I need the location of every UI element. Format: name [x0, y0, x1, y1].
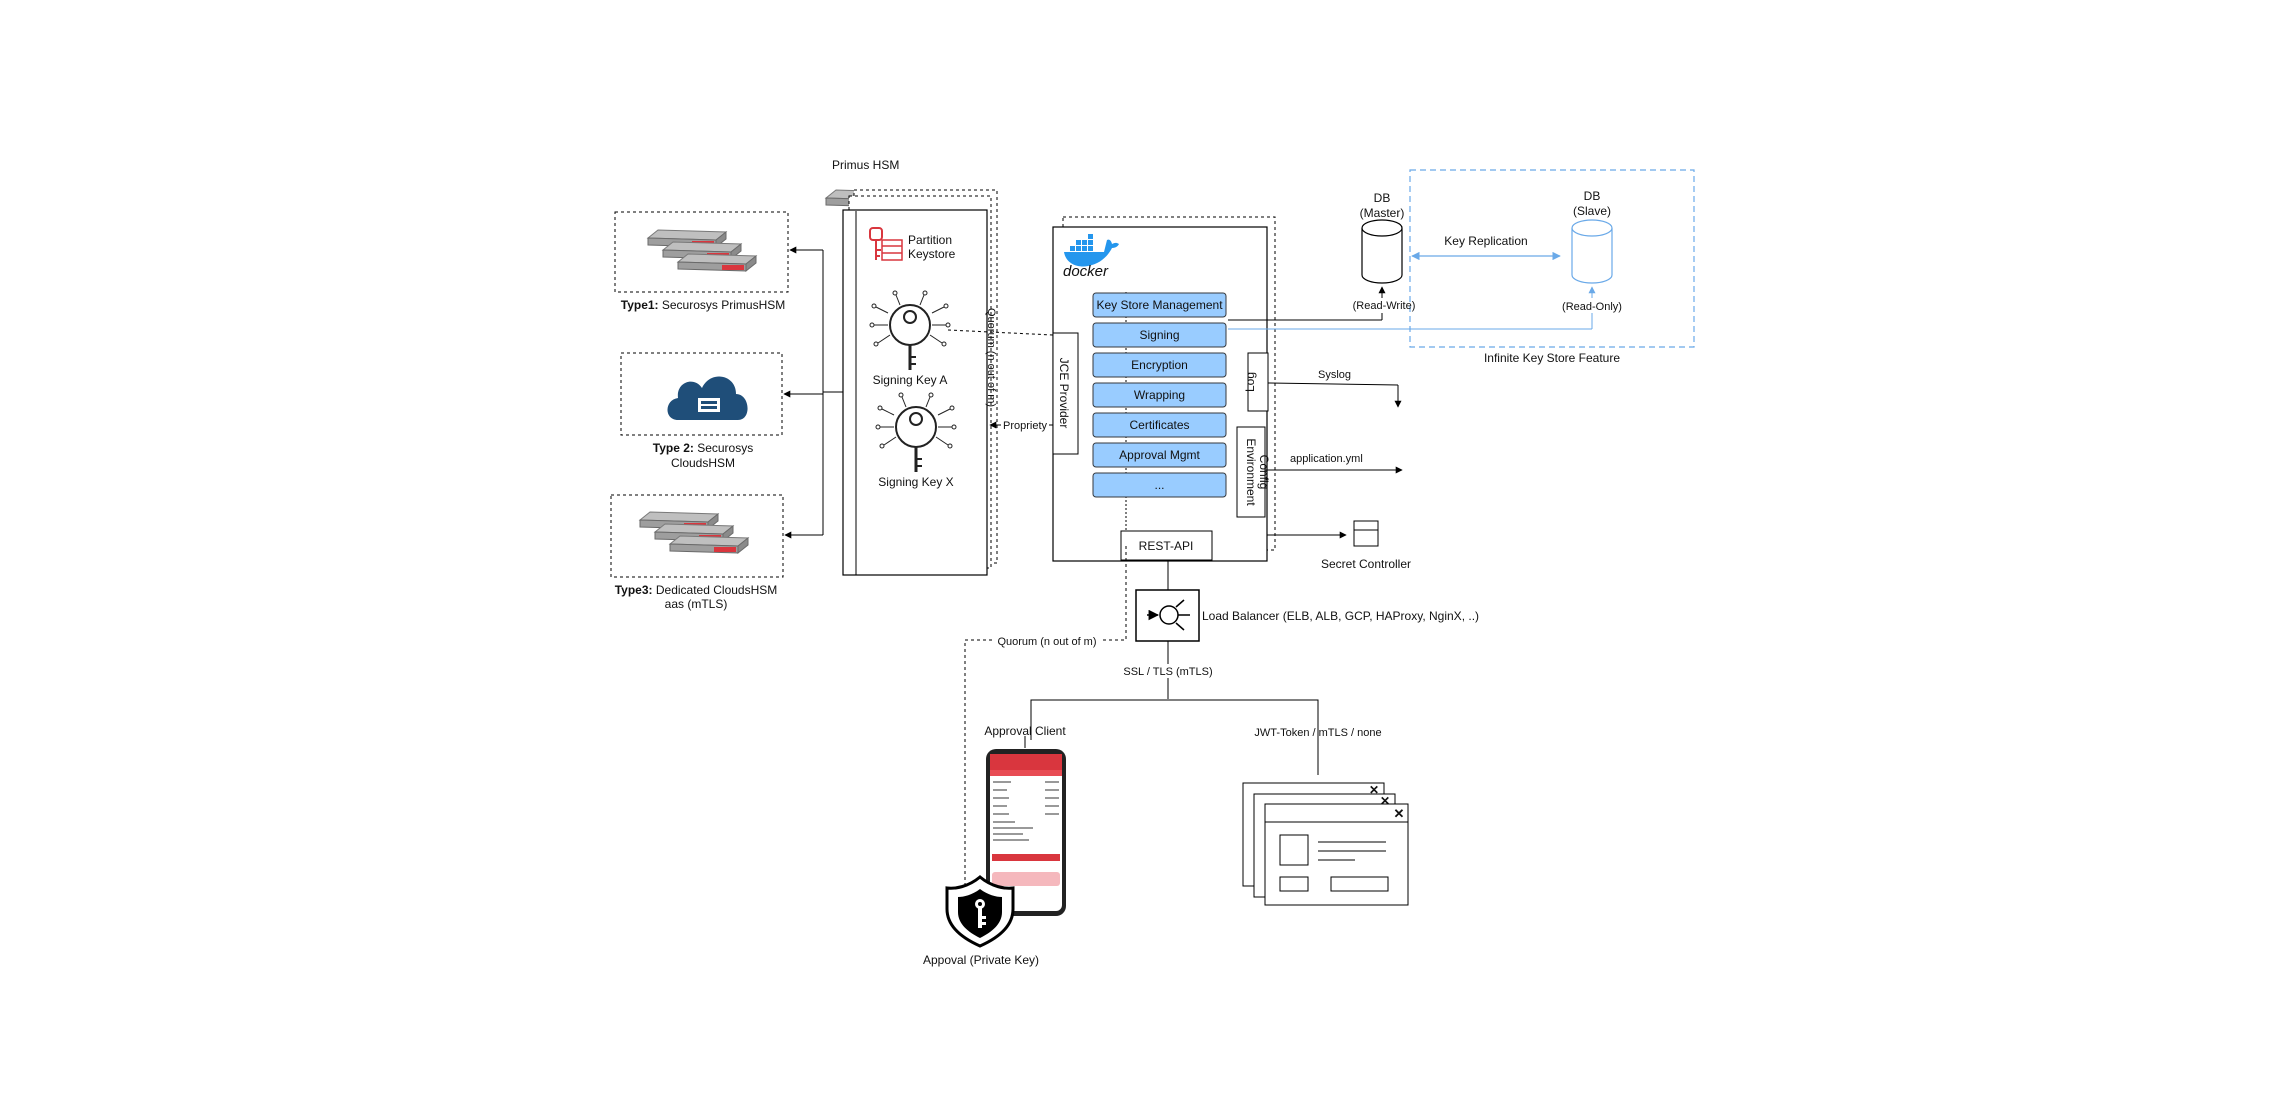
load-balancer-icon[interactable] — [1135, 589, 1200, 642]
signing-key-x-icon — [875, 392, 957, 472]
keystore-label: Keystore — [908, 247, 956, 261]
client-windows-icon: ✕ ✕ ✕ — [1242, 782, 1409, 906]
module-approval-mgmt-label: Approval Mgmt — [1119, 448, 1200, 462]
module-more-label: ... — [1154, 478, 1164, 492]
type2-label-line1: Type 2: Securosys — [653, 441, 753, 455]
db-slave-icon — [1571, 219, 1613, 284]
window-close-icon: ✕ — [1394, 806, 1405, 821]
module-approval-mgmt-box[interactable] — [1092, 442, 1227, 468]
jwt-label: JWT-Token / mTLS / none — [1254, 727, 1381, 739]
module-wrapping-label: Wrapping — [1134, 388, 1185, 402]
network-group: Load Balancer (ELB, ALB, GCP, HAProxy, N… — [964, 546, 1479, 890]
partition-label: Partition — [908, 233, 952, 247]
approval-client-label: Approval Client — [984, 724, 1066, 738]
log-label: Log — [1243, 372, 1257, 392]
syslog-label: Syslog — [1318, 369, 1351, 381]
hsm-type-connectors — [783, 246, 843, 539]
db-master-label-2: (Master) — [1360, 206, 1405, 220]
db-slave-mode: (Read-Only) — [1562, 301, 1622, 313]
module-list: Key Store ManagementSigningEncryptionWra… — [1092, 292, 1227, 498]
module-wrapping-box[interactable] — [1092, 382, 1227, 408]
rest-api-label: REST-API — [1139, 539, 1194, 553]
approval-key-label: Appoval (Private Key) — [923, 953, 1039, 967]
cloud-hsm-icon — [667, 376, 748, 420]
module-certificates-label: Certificates — [1129, 418, 1189, 432]
approval-key-shield-icon — [945, 875, 1015, 948]
db-master-mode: (Read-Write) — [1353, 300, 1416, 312]
module-key-store-management-label: Key Store Management — [1096, 298, 1223, 312]
approval-client-phone[interactable] — [986, 749, 1066, 916]
signing-key-a-icon — [869, 290, 951, 370]
hsm-types-group: Type1: Securosys PrimusHSM Type 2: Secur… — [610, 211, 843, 611]
svg-text:✕: ✕ — [1380, 794, 1390, 808]
db-slave-label-1: DB — [1584, 189, 1601, 203]
outputs-group: Syslog application.yml Secret Controller — [1265, 369, 1411, 571]
quorum-label: Quorum (n out of m) — [997, 636, 1096, 648]
propriety-label: Propriety — [1003, 420, 1048, 432]
key-replication-label: Key Replication — [1444, 234, 1527, 248]
type3-label-line1: Type3: Dedicated CloudsHSM — [615, 583, 778, 597]
db-master-label-1: DB — [1374, 191, 1391, 205]
docker-label: docker — [1063, 263, 1109, 280]
type3-label-line2: aas (mTLS) — [665, 597, 728, 611]
module-encryption-box[interactable] — [1092, 352, 1227, 378]
env-config-label-1: Environment — [1244, 438, 1258, 506]
partition-keystore-icon — [869, 227, 903, 261]
env-config-box — [1236, 426, 1266, 518]
infinite-key-store-box — [1409, 169, 1695, 348]
module-signing-box[interactable] — [1092, 322, 1227, 348]
jce-provider-label: JCE Provider — [1057, 358, 1071, 429]
secret-controller-icon — [1353, 520, 1379, 547]
signing-key-a-label: Signing Key A — [873, 373, 948, 387]
env-config-label-2: Config — [1257, 455, 1271, 490]
load-balancer-label: Load Balancer (ELB, ALB, GCP, HAProxy, N… — [1202, 609, 1479, 623]
database-group: Infinite Key Store Feature DB (Master) (… — [1228, 169, 1695, 365]
type2-label-line2: CloudsHSM — [671, 456, 735, 470]
secret-controller-label: Secret Controller — [1321, 557, 1411, 571]
hsm-main-box — [842, 209, 988, 576]
module-encryption-label: Encryption — [1131, 358, 1188, 372]
log-box — [1247, 352, 1269, 412]
rest-api-box[interactable] — [1120, 530, 1213, 561]
docker-container-group: docker JCE Provider Key Store Management… — [1052, 216, 1276, 562]
quorum-vertical-label: Quorum (n out of m) — [985, 308, 997, 407]
primus-hsm-title: Primus HSM — [832, 158, 899, 172]
module-key-store-management-box[interactable] — [1092, 292, 1227, 318]
db-slave-label-2: (Slave) — [1573, 204, 1611, 218]
signing-key-x-label: Signing Key X — [878, 475, 953, 489]
module-signing-label: Signing — [1139, 328, 1179, 342]
infinite-key-store-label: Infinite Key Store Feature — [1484, 351, 1620, 365]
docker-logo-icon — [1064, 234, 1119, 267]
type1-label: Type1: Securosys PrimusHSM — [621, 298, 786, 312]
jce-provider-box — [1052, 332, 1079, 455]
db-master-icon — [1361, 219, 1403, 284]
primus-hsm-group: Primus HSM Partition Keystore — [825, 158, 998, 576]
propriety-label-bg — [1001, 418, 1049, 432]
ssl-label: SSL / TLS (mTLS) — [1123, 666, 1212, 678]
application-yml-label: application.yml — [1290, 453, 1363, 465]
module-more-box[interactable] — [1092, 472, 1227, 498]
svg-text:✕: ✕ — [1369, 783, 1379, 797]
module-certificates-box[interactable] — [1092, 412, 1227, 438]
